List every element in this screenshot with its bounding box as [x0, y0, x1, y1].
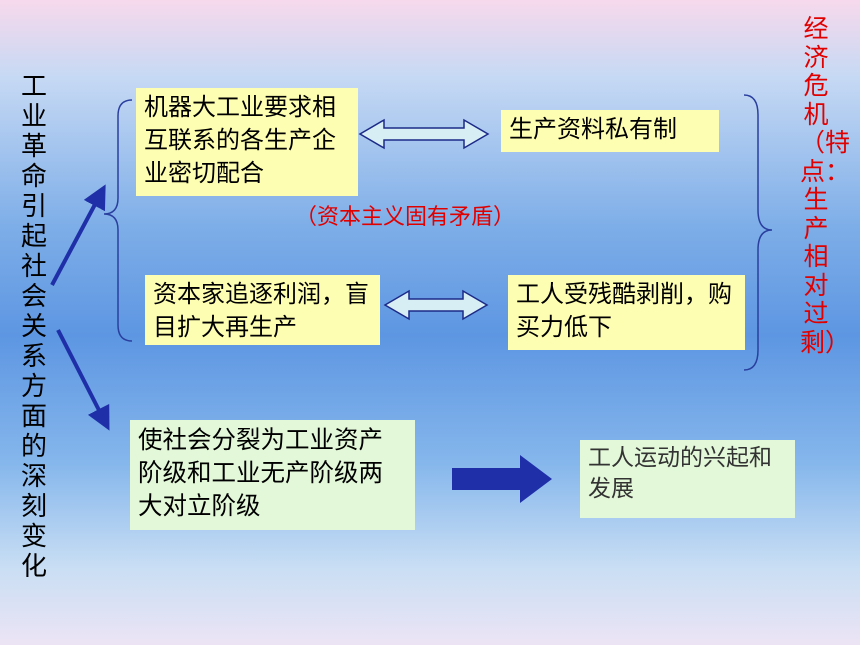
double-arrow-middle — [383, 289, 489, 321]
right-brace — [743, 94, 773, 371]
double-arrow-top — [358, 118, 490, 150]
box-private-ownership: 生产资料私有制 — [501, 110, 719, 152]
box-machine-industry: 机器大工业要求相互联系的各生产企业密切配合 — [136, 88, 358, 196]
box-workers: 工人受残酷剥削，购买力低下 — [508, 275, 745, 350]
arrow-up-diagonal — [50, 184, 106, 286]
box-labor-movement: 工人运动的兴起和发展 — [580, 440, 795, 518]
box-capitalists: 资本家追逐利润，盲目扩大再生产 — [145, 275, 380, 345]
left-vertical-title: 工业革命引起社会关系方面的深刻变化 — [20, 72, 47, 582]
contradiction-note: （资本主义固有矛盾） — [295, 205, 516, 230]
left-brace — [103, 99, 133, 342]
block-arrow-right — [452, 455, 552, 503]
arrow-down-diagonal — [56, 329, 110, 431]
box-class-division: 使社会分裂为工业资产阶级和工业无产阶级两大对立阶级 — [130, 420, 415, 530]
